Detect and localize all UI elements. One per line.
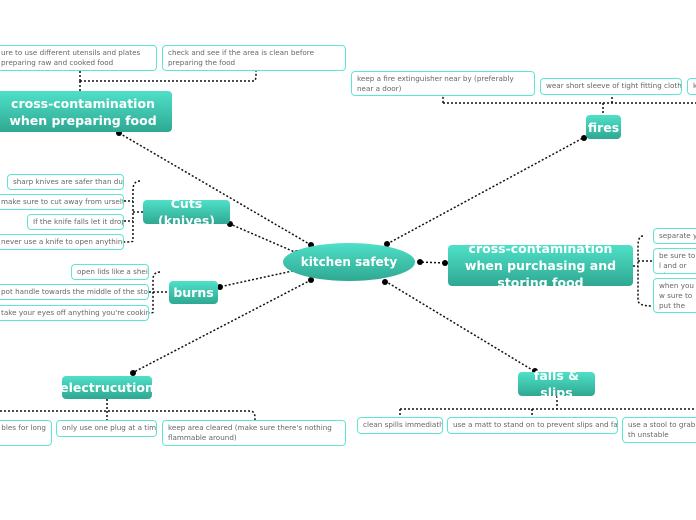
leaf-item[interactable]: use a stool to grab th unstable: [622, 417, 696, 443]
leaf-item[interactable]: only use one plug at a time: [56, 420, 157, 437]
leaf-item[interactable]: k: [687, 78, 696, 95]
leaf-item[interactable]: wear short sleeve of tight fitting cloth…: [540, 78, 682, 95]
leaf-item[interactable]: be sure to l and or plas: [653, 248, 696, 274]
leaf-item[interactable]: keep area cleared (make sure there's not…: [162, 420, 346, 446]
leaf-item[interactable]: when you w sure to put the counter: [653, 278, 696, 313]
topic-burns[interactable]: burns: [169, 281, 218, 304]
topic-falls-slips[interactable]: falls & slips: [518, 368, 595, 400]
leaf-item[interactable]: take your eyes off anything you're cooki…: [0, 305, 149, 321]
leaf-item[interactable]: If the knife falls let it drop: [27, 214, 124, 230]
leaf-item[interactable]: use a matt to stand on to prevent slips …: [447, 417, 618, 434]
leaf-item[interactable]: keep a fire extinguisher near by (prefer…: [351, 71, 535, 96]
leaf-item[interactable]: never use a knife to open anything: [0, 234, 124, 250]
leaf-item[interactable]: clean spills immediatly: [357, 417, 443, 434]
leaf-item[interactable]: make sure to cut away from urself: [0, 194, 124, 210]
leaf-item[interactable]: pot handle towards the middle of the sto…: [0, 284, 149, 300]
leaf-item[interactable]: separate yo: [653, 228, 696, 244]
topic-purchasing-food[interactable]: cross-contamination when purchasing and …: [448, 241, 633, 290]
leaf-item[interactable]: ure to use different utensils and plates…: [0, 45, 157, 71]
topic-prep-food[interactable]: cross-contamination when preparing food: [0, 91, 172, 132]
central-topic[interactable]: kitchen safety: [283, 243, 415, 281]
leaf-item[interactable]: open lids like a sheil: [71, 264, 149, 280]
leaf-item[interactable]: sharp knives are safer than dull: [7, 174, 124, 190]
topic-cuts[interactable]: Cuts (knives): [143, 196, 230, 228]
topic-fires[interactable]: fires: [586, 115, 621, 139]
leaf-item[interactable]: check and see if the area is clean befor…: [162, 45, 346, 71]
leaf-item[interactable]: bles for long: [0, 420, 52, 446]
topic-electrucution[interactable]: electrucution: [60, 376, 154, 399]
